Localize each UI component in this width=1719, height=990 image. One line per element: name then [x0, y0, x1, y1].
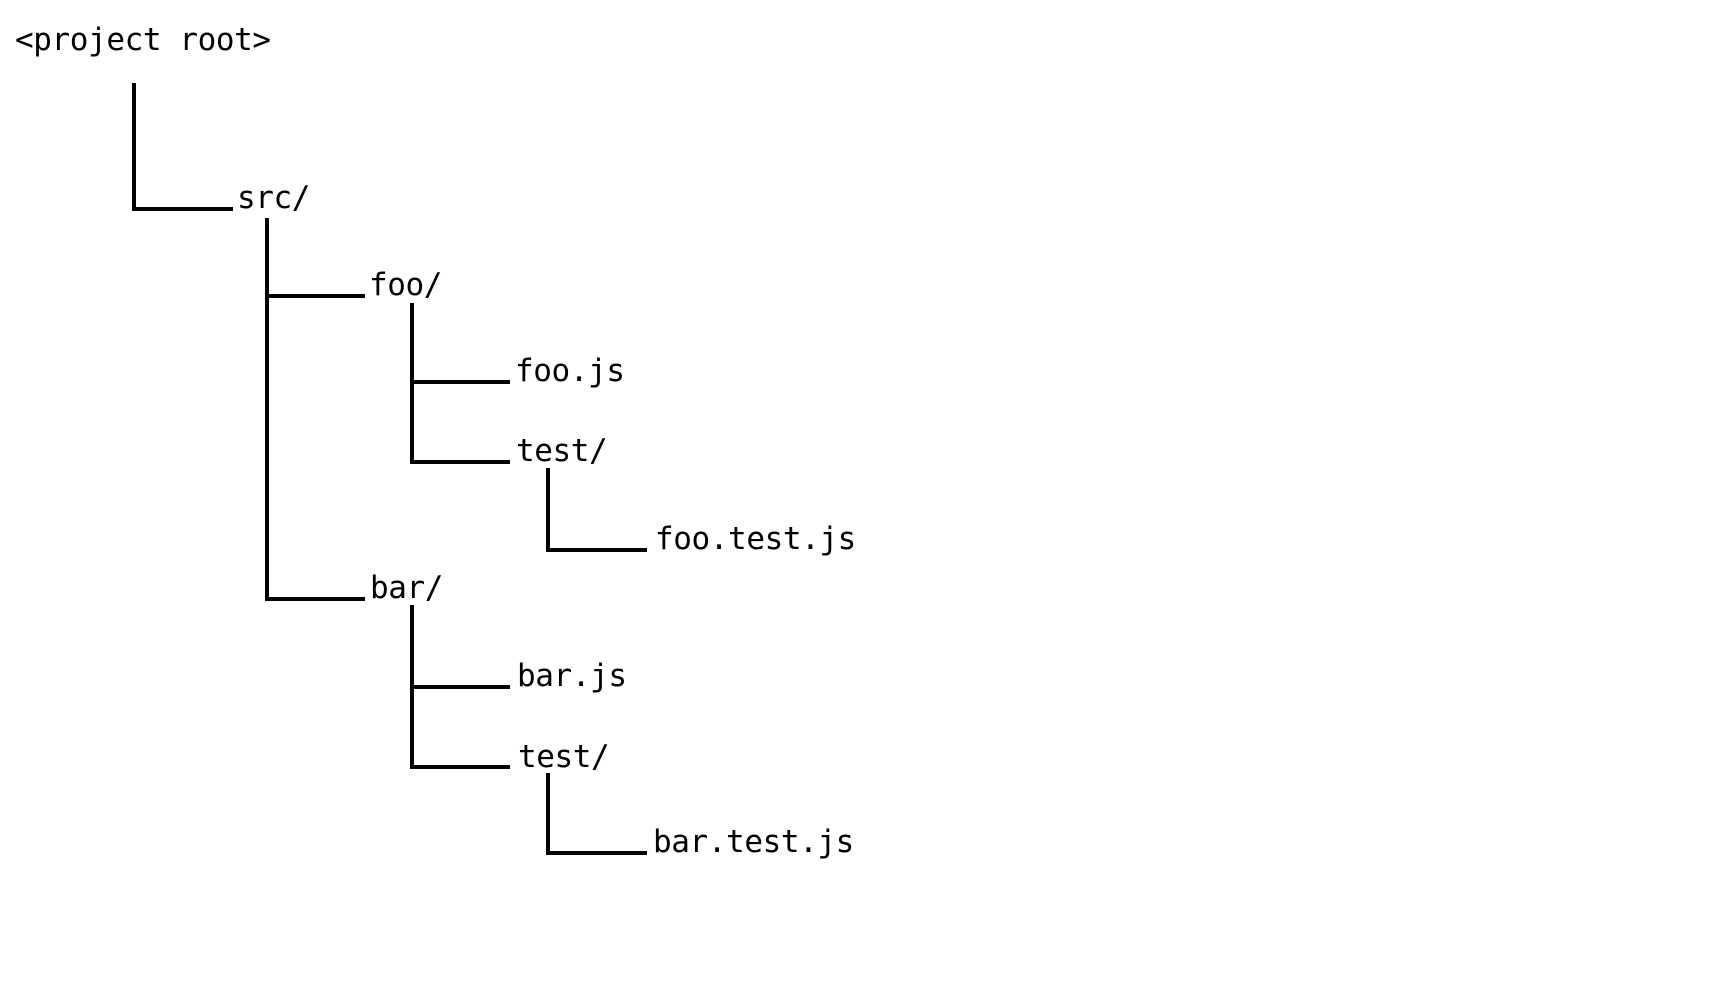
- connector-foo-test-vline: [546, 468, 550, 552]
- tree-node-foo: foo/: [369, 267, 443, 303]
- connector-bar-to-test-hline: [410, 765, 510, 769]
- tree-node-bar-js: bar.js: [517, 658, 627, 694]
- connector-bar-to-barjs-hline: [410, 685, 510, 689]
- connector-footest-to-footestjs-hline: [546, 548, 647, 552]
- connector-root-to-src-hline: [132, 207, 233, 211]
- connector-src-vline: [265, 218, 269, 601]
- tree-node-foo-test: test/: [516, 433, 608, 469]
- connector-foo-to-test-hline: [410, 460, 510, 464]
- tree-node-foo-js: foo.js: [515, 353, 625, 389]
- tree-node-src: src/: [237, 180, 311, 216]
- connector-bartest-to-bartestjs-hline: [546, 851, 647, 855]
- tree-node-bar-test-js: bar.test.js: [653, 824, 854, 860]
- tree-node-project-root: <project root>: [15, 22, 271, 58]
- connector-src-to-foo-hline: [265, 294, 365, 298]
- connector-root-vline: [132, 83, 136, 211]
- tree-node-bar: bar/: [370, 570, 444, 606]
- connector-bar-test-vline: [546, 773, 550, 855]
- tree-node-foo-test-js: foo.test.js: [655, 521, 856, 557]
- connector-src-to-bar-hline: [265, 597, 365, 601]
- tree-node-bar-test: test/: [518, 739, 610, 775]
- connector-foo-to-foojs-hline: [410, 380, 510, 384]
